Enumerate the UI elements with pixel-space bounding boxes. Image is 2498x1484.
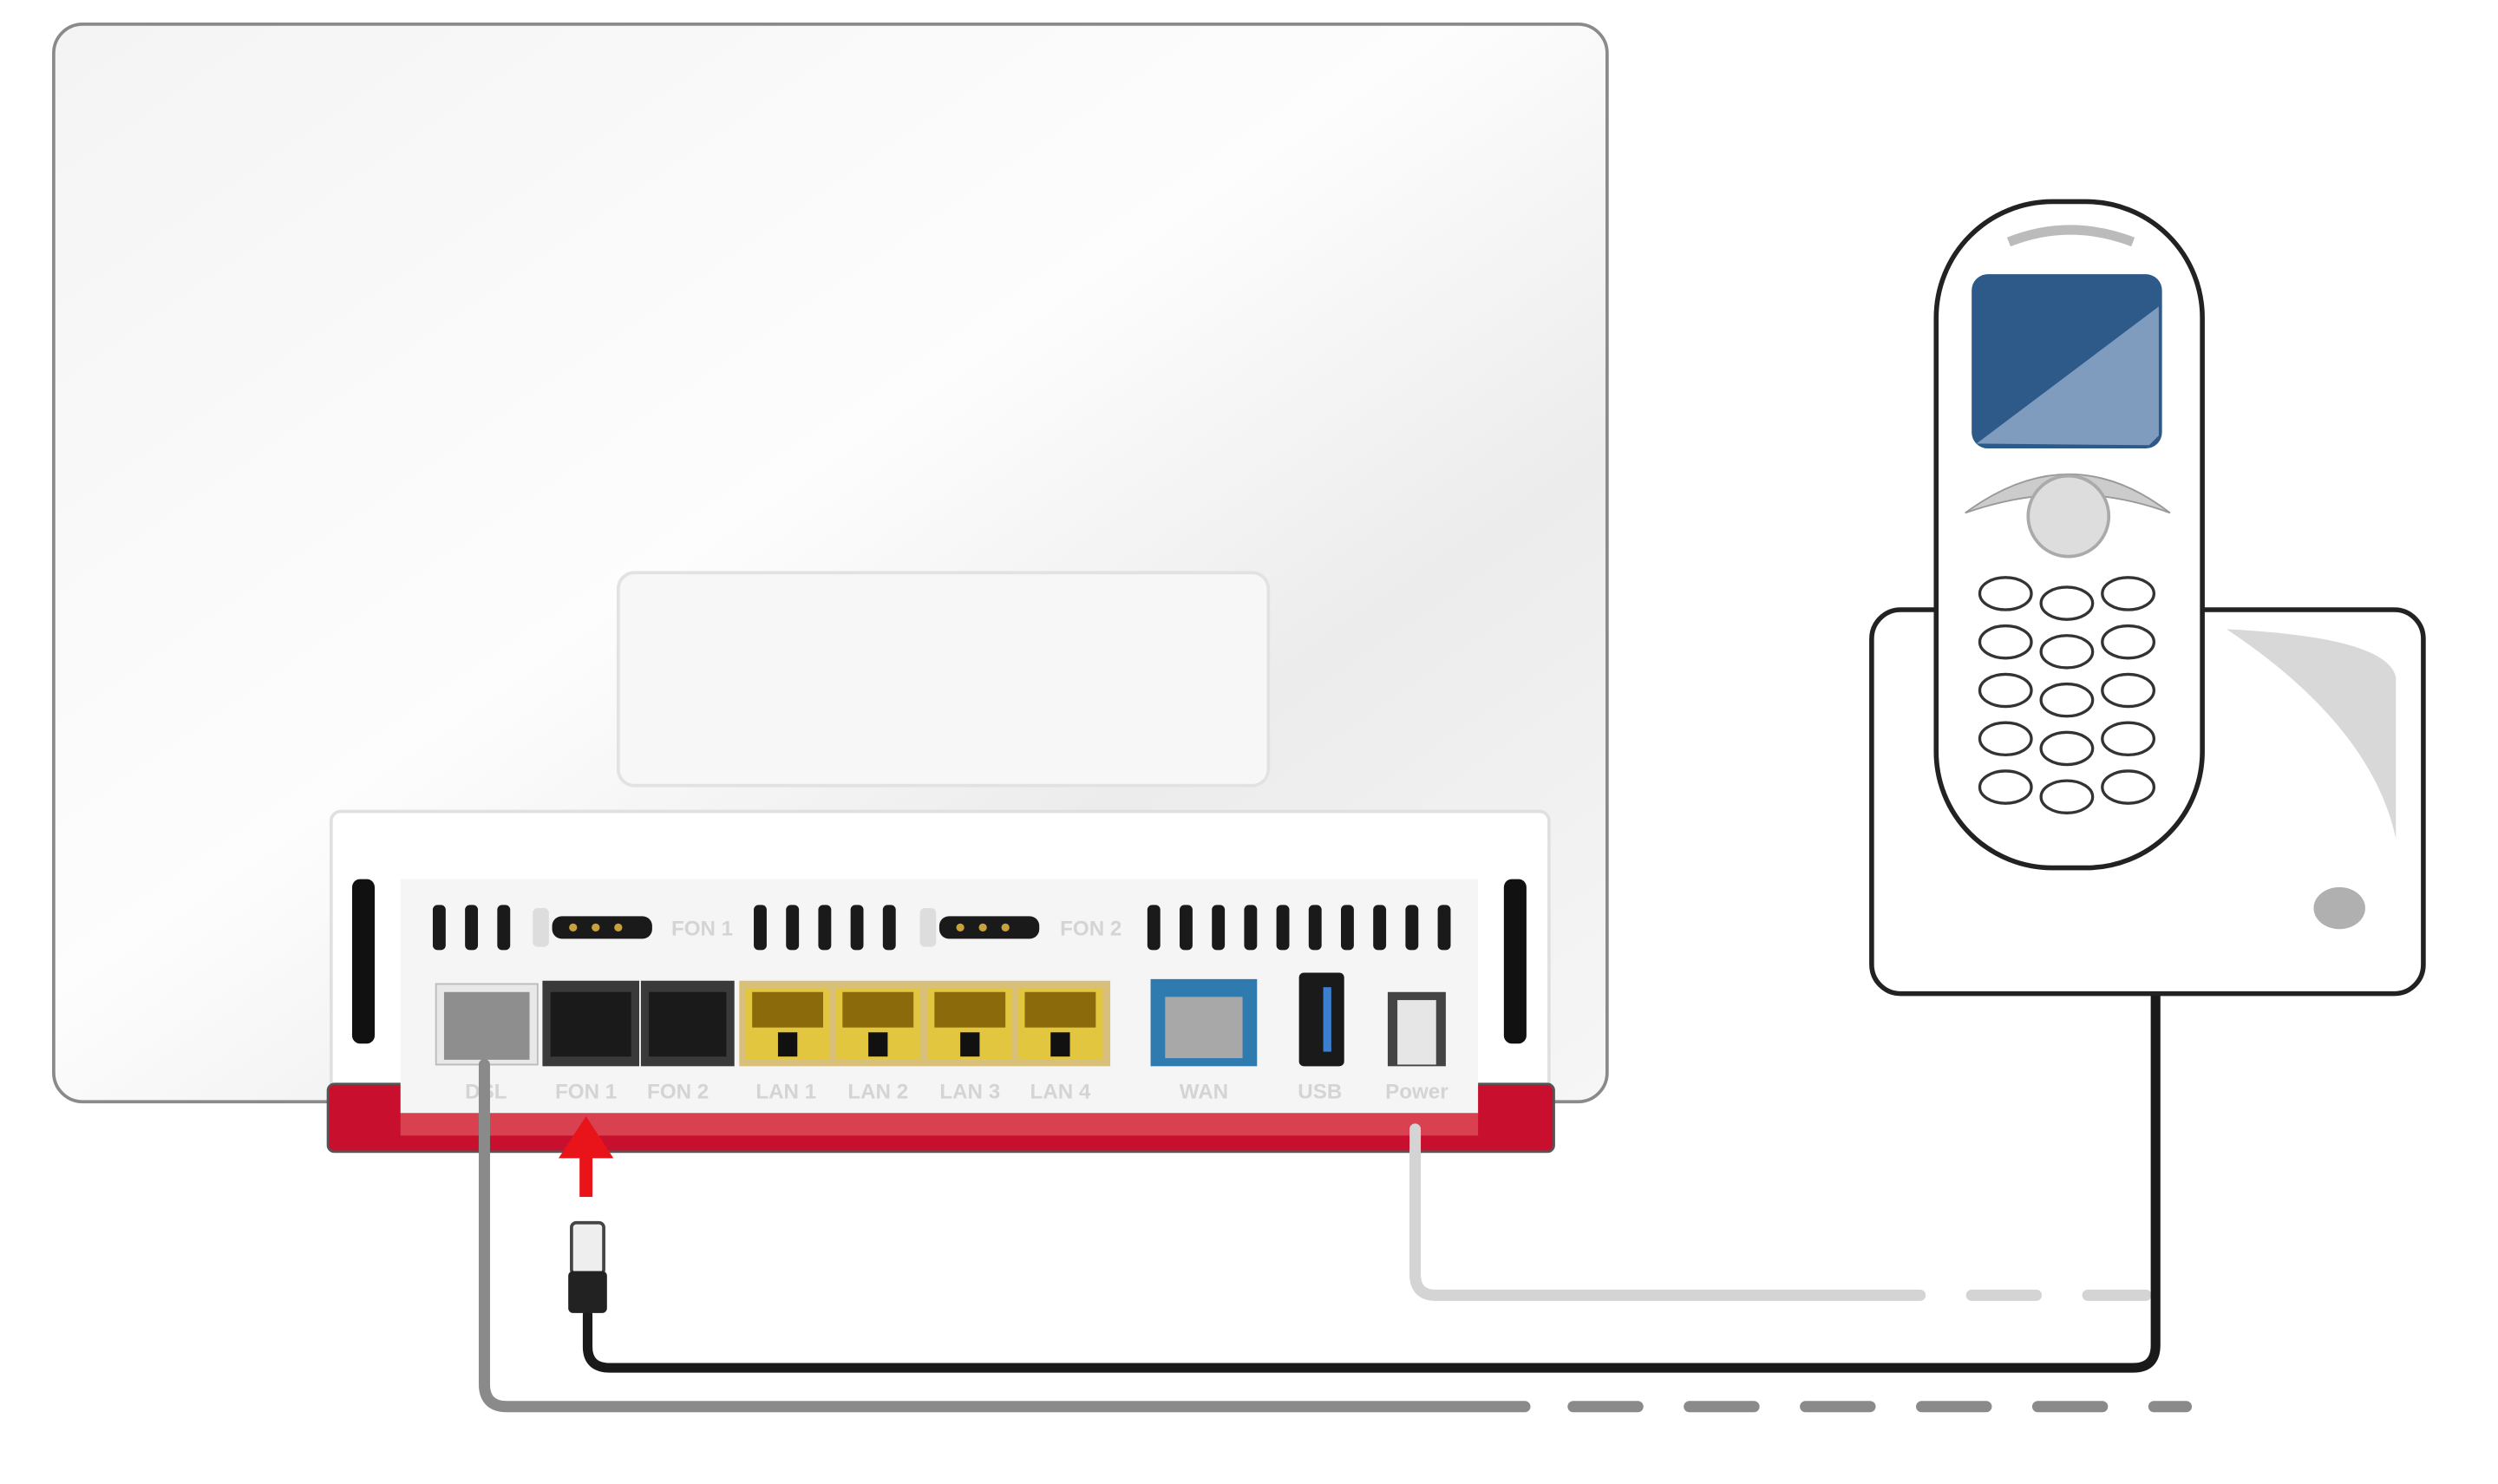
vent-slot bbox=[882, 905, 896, 951]
router: FON 1 FON 2 DSL FON 1 FON 2 LAN 1 bbox=[52, 23, 1609, 1154]
router-label-area bbox=[616, 571, 1271, 788]
fon1-terminal: FON 1 bbox=[533, 908, 733, 947]
port-dsl[interactable]: DSL bbox=[435, 983, 539, 1104]
lan-ports: LAN 1 LAN 2 LAN 3 LAN 4 bbox=[739, 980, 1111, 1104]
phone-key bbox=[2101, 576, 2156, 611]
vent-slot bbox=[1212, 905, 1226, 951]
vent-slot bbox=[754, 905, 767, 951]
port-usb[interactable]: USB bbox=[1298, 972, 1344, 1104]
port-fon2[interactable]: FON 2 bbox=[640, 980, 735, 1104]
phone-key bbox=[2039, 779, 2095, 815]
side-vent-left bbox=[351, 879, 375, 1044]
port-fon1-label: FON 1 bbox=[555, 1081, 617, 1104]
phone-key bbox=[1978, 769, 2033, 805]
vent-slot bbox=[465, 905, 479, 951]
red-arrow-icon bbox=[559, 1115, 614, 1197]
fon2-terminal: FON 2 bbox=[919, 908, 1121, 947]
port-fon2-label: FON 2 bbox=[647, 1081, 709, 1104]
vent-slot bbox=[786, 905, 800, 951]
phone-base-led bbox=[2313, 886, 2365, 930]
vent-slot bbox=[1437, 905, 1451, 951]
port-fon1[interactable]: FON 1 bbox=[542, 980, 640, 1104]
port-power[interactable]: Power bbox=[1385, 991, 1448, 1104]
port-wan[interactable]: WAN bbox=[1150, 978, 1258, 1104]
port-lan3-label: LAN 3 bbox=[939, 1081, 1000, 1104]
port-lan4-label: LAN 4 bbox=[1030, 1081, 1091, 1104]
phone-key bbox=[2039, 730, 2095, 767]
vent-slot bbox=[818, 905, 832, 951]
vent-slot bbox=[1276, 905, 1290, 951]
vent-slot bbox=[1308, 905, 1322, 951]
phone-key bbox=[1978, 672, 2033, 709]
vent-slot bbox=[1147, 905, 1161, 951]
rj11-plug bbox=[568, 1220, 607, 1313]
vent-slot bbox=[497, 905, 511, 951]
port-lan2[interactable]: LAN 2 bbox=[835, 989, 920, 1104]
phone-key bbox=[1978, 624, 2033, 660]
phone-key bbox=[2101, 624, 2156, 660]
vent-slot bbox=[850, 905, 864, 951]
phone-key bbox=[1978, 721, 2033, 757]
port-lan2-label: LAN 2 bbox=[847, 1081, 908, 1104]
fon2-top-label: FON 2 bbox=[1060, 918, 1121, 941]
phone-key bbox=[2039, 634, 2095, 670]
vent-slot bbox=[1180, 905, 1193, 951]
vent-slot bbox=[432, 905, 446, 951]
port-wan-label: WAN bbox=[1180, 1081, 1228, 1104]
port-lan1-label: LAN 1 bbox=[755, 1081, 816, 1104]
phone-keypad bbox=[1978, 576, 2156, 815]
port-usb-label: USB bbox=[1298, 1081, 1342, 1104]
cables bbox=[478, 990, 2193, 1413]
port-lan1[interactable]: LAN 1 bbox=[745, 989, 830, 1104]
phone-key bbox=[2101, 721, 2156, 757]
vent-slot bbox=[1405, 905, 1419, 951]
phone-cable bbox=[582, 990, 2161, 1373]
vent-slot bbox=[1341, 905, 1354, 951]
port-lan3[interactable]: LAN 3 bbox=[927, 989, 1012, 1104]
phone-key bbox=[2039, 585, 2095, 621]
phone-key bbox=[2039, 682, 2095, 718]
phone-nav-button bbox=[2026, 474, 2111, 559]
dect-phone bbox=[1869, 199, 2426, 997]
port-power-label: Power bbox=[1385, 1081, 1448, 1104]
port-lan4[interactable]: LAN 4 bbox=[1018, 989, 1102, 1104]
phone-key bbox=[1978, 576, 2033, 611]
router-red-strip bbox=[400, 1109, 1479, 1136]
vent-slot bbox=[1373, 905, 1387, 951]
top-vents bbox=[432, 905, 1451, 951]
power-cable bbox=[1409, 1123, 1926, 1301]
vent-slot bbox=[1244, 905, 1258, 951]
phone-key bbox=[2101, 672, 2156, 709]
side-vent-right bbox=[1503, 879, 1527, 1044]
dsl-cable bbox=[478, 1058, 1531, 1413]
phone-key bbox=[2101, 769, 2156, 805]
fon1-top-label: FON 1 bbox=[671, 918, 733, 941]
